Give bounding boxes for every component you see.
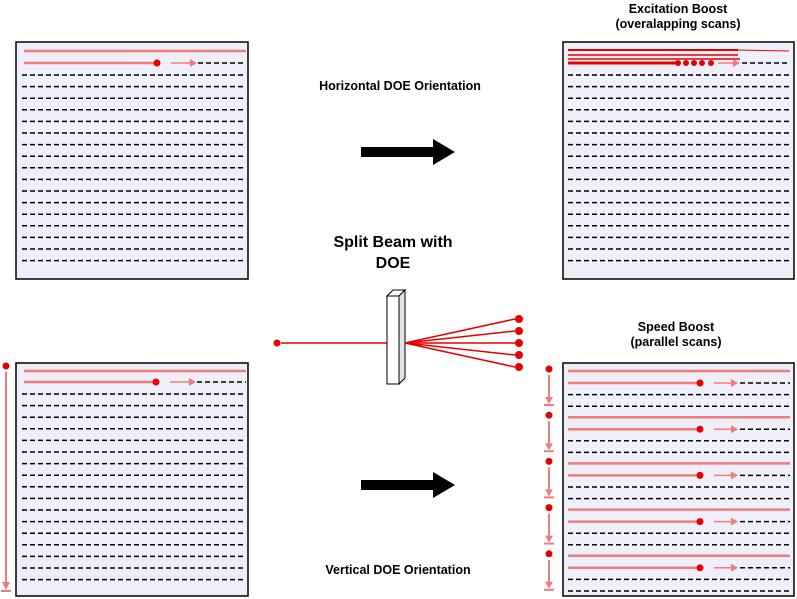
vertical-orientation-label: Vertical DOE Orientation — [325, 563, 470, 577]
scan-lines — [568, 382, 790, 592]
step-start-dot — [545, 504, 553, 512]
scan-field — [562, 41, 795, 280]
laser-scan-path — [24, 49, 246, 67]
laser-scan-path — [568, 49, 790, 67]
scan-lines — [22, 62, 246, 262]
laser-spot — [708, 60, 714, 66]
panel-horizontal-single — [15, 41, 249, 280]
output-beam-spot — [515, 339, 523, 347]
scan-field — [562, 362, 795, 597]
laser-spot — [152, 378, 160, 386]
speed-boost-subtitle: (parallel scans) — [630, 335, 721, 349]
laser-spot — [696, 379, 704, 387]
scan-lines — [568, 62, 790, 262]
scan-field — [15, 362, 249, 597]
laser-spot — [696, 471, 704, 479]
scan-field — [15, 41, 249, 280]
laser-spot — [696, 564, 704, 572]
speed-boost-title: Speed Boost — [638, 320, 715, 334]
horizontal-orientation-label: Horizontal DOE Orientation — [319, 79, 481, 93]
laser-spot — [699, 60, 705, 66]
transition-arrow-bottom — [361, 472, 455, 498]
laser-spot — [696, 518, 704, 526]
laser-spot — [691, 60, 697, 66]
panel-overlapping-scans — [562, 41, 795, 280]
scan-direction-arrowhead — [731, 425, 738, 434]
scan-direction-arrowhead — [731, 517, 738, 526]
output-beam — [404, 342, 516, 368]
panel-vertical-single — [1, 362, 249, 597]
step-start-dot — [545, 550, 553, 558]
parallel-laser-paths — [544, 365, 790, 591]
doe-splitter-group — [273, 288, 523, 386]
output-beam — [404, 330, 516, 344]
transition-arrow-top — [361, 139, 455, 165]
scan-direction-arrowhead — [731, 379, 738, 387]
scan-direction-arrowhead — [731, 563, 738, 572]
step-indicator-arrowhead — [545, 397, 553, 404]
excitation-boost-subtitle: (overalapping scans) — [615, 17, 740, 31]
output-beam — [404, 318, 516, 344]
step-indicator-arrowhead — [545, 535, 553, 543]
split-beam-title-line2: DOE — [376, 255, 411, 272]
output-beam-spot — [515, 363, 523, 371]
input-beam-source — [273, 339, 281, 347]
laser-scan-path — [24, 369, 246, 386]
doe-element — [385, 288, 407, 386]
excitation-boost-title: Excitation Boost — [629, 2, 728, 16]
step-start-dot — [545, 365, 553, 373]
laser-spot — [153, 59, 161, 67]
step-start-dot — [545, 411, 553, 419]
output-beams — [404, 315, 523, 371]
laser-spot — [675, 60, 681, 66]
split-beam-title-line1: Split Beam with — [333, 234, 452, 251]
laser-spot — [683, 60, 689, 66]
laser-spot — [696, 425, 704, 433]
scan-lines — [22, 381, 246, 581]
step-start-dot — [545, 457, 553, 465]
scan-direction-arrowhead — [731, 471, 738, 480]
output-beam — [404, 342, 516, 356]
panel-parallel-scans — [544, 362, 795, 597]
step-indicator-arrowhead — [545, 489, 553, 497]
step-indicator-arrowhead — [545, 581, 553, 589]
vertical-step-indicator — [1, 362, 11, 592]
output-beam-spot — [515, 315, 523, 323]
output-beam-spot — [515, 351, 523, 359]
step-indicator-arrowhead — [545, 443, 553, 451]
output-beam-spot — [515, 327, 523, 335]
